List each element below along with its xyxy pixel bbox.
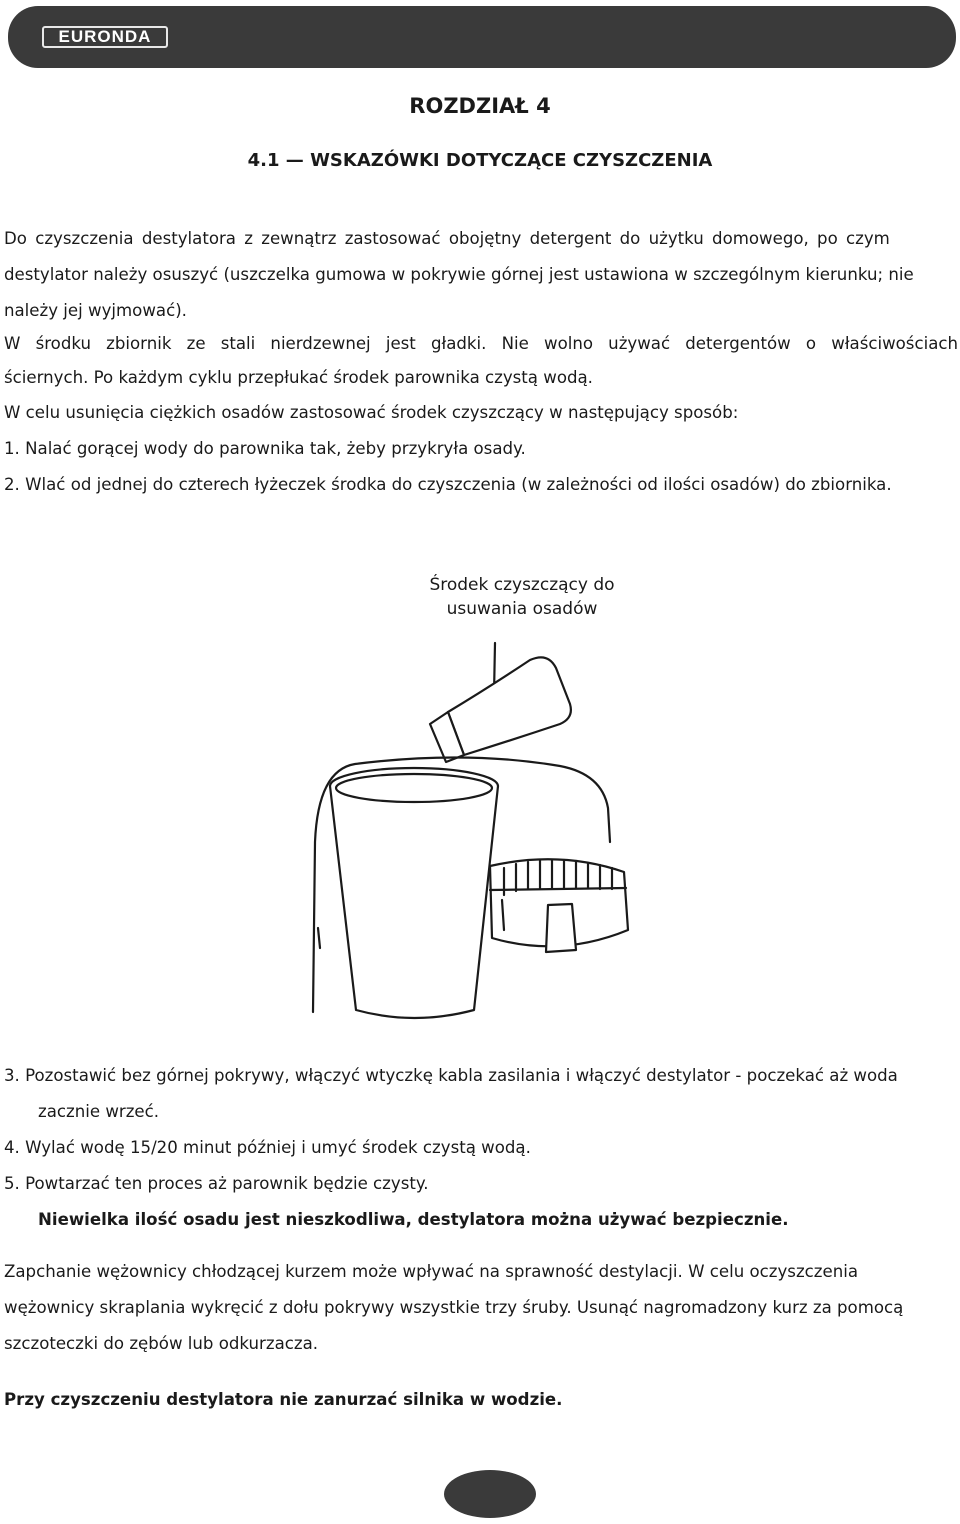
step-2: 2. Wlać od jednej do czterech łyżeczek ś…	[4, 475, 892, 494]
section-title: 4.1 — WSKAZÓWKI DOTYCZĄCE CZYSZCZENIA	[247, 150, 713, 171]
paragraph-exterior-cleaning: Do czyszczenia destylatora z zewnątrz za…	[4, 221, 958, 329]
paragraph-tank: W środku zbiornik ze stali nierdzewnej j…	[4, 327, 958, 395]
chapter-title: ROZDZIAŁ 4	[409, 94, 551, 118]
step-1: 1. Nalać gorącej wody do parownika tak, …	[4, 439, 526, 458]
lid-handle	[311, 756, 612, 1014]
figure-label: Środek czyszczący do usuwania osadów	[372, 573, 672, 621]
step-5: 5. Powtarzać ten proces aż parownik będz…	[4, 1174, 429, 1193]
paragraph-line: należy jej wyjmować).	[4, 301, 187, 320]
figure-label-line: usuwania osadów	[446, 599, 598, 619]
step-4: 4. Wylać wodę 15/20 minut później i umyć…	[4, 1138, 531, 1157]
distiller-body	[316, 766, 506, 1020]
step-3: 3. Pozostawić bez górnej pokrywy, włączy…	[4, 1066, 898, 1085]
paragraph-line: Do czyszczenia destylatora z zewnątrz za…	[4, 229, 890, 248]
figure-label-line: Środek czyszczący do	[429, 575, 615, 595]
evaporator-base	[488, 858, 630, 954]
coil-paragraph-line: Zapchanie wężownicy chłodzącej kurzem mo…	[4, 1262, 858, 1281]
euronda-logo: EURONDA	[42, 26, 168, 48]
distiller-illustration	[311, 641, 630, 1020]
coil-paragraph-line: szczoteczki do zębów lub odkurzacza.	[4, 1334, 319, 1353]
paragraph-line: destylator należy osuszyć (uszczelka gum…	[4, 265, 914, 284]
note-bold: Niewielka ilość osadu jest nieszkodliwa,…	[38, 1210, 789, 1229]
page-number-oval	[444, 1470, 536, 1518]
coil-paragraph-line: wężownicy skraplania wykręcić z dołu pok…	[4, 1298, 904, 1317]
cleaner-bottle	[428, 656, 572, 764]
warning-bold: Przy czyszczeniu destylatora nie zanurza…	[4, 1390, 563, 1409]
step-3-continued: zacznie wrzeć.	[38, 1102, 160, 1121]
paragraph-line: W środku zbiornik ze stali nierdzewnej j…	[4, 334, 958, 353]
paragraph-line: ściernych. Po każdym cyklu przepłukać śr…	[4, 368, 593, 387]
heavy-deposits-intro: W celu usunięcia ciężkich osadów zastoso…	[4, 403, 739, 422]
